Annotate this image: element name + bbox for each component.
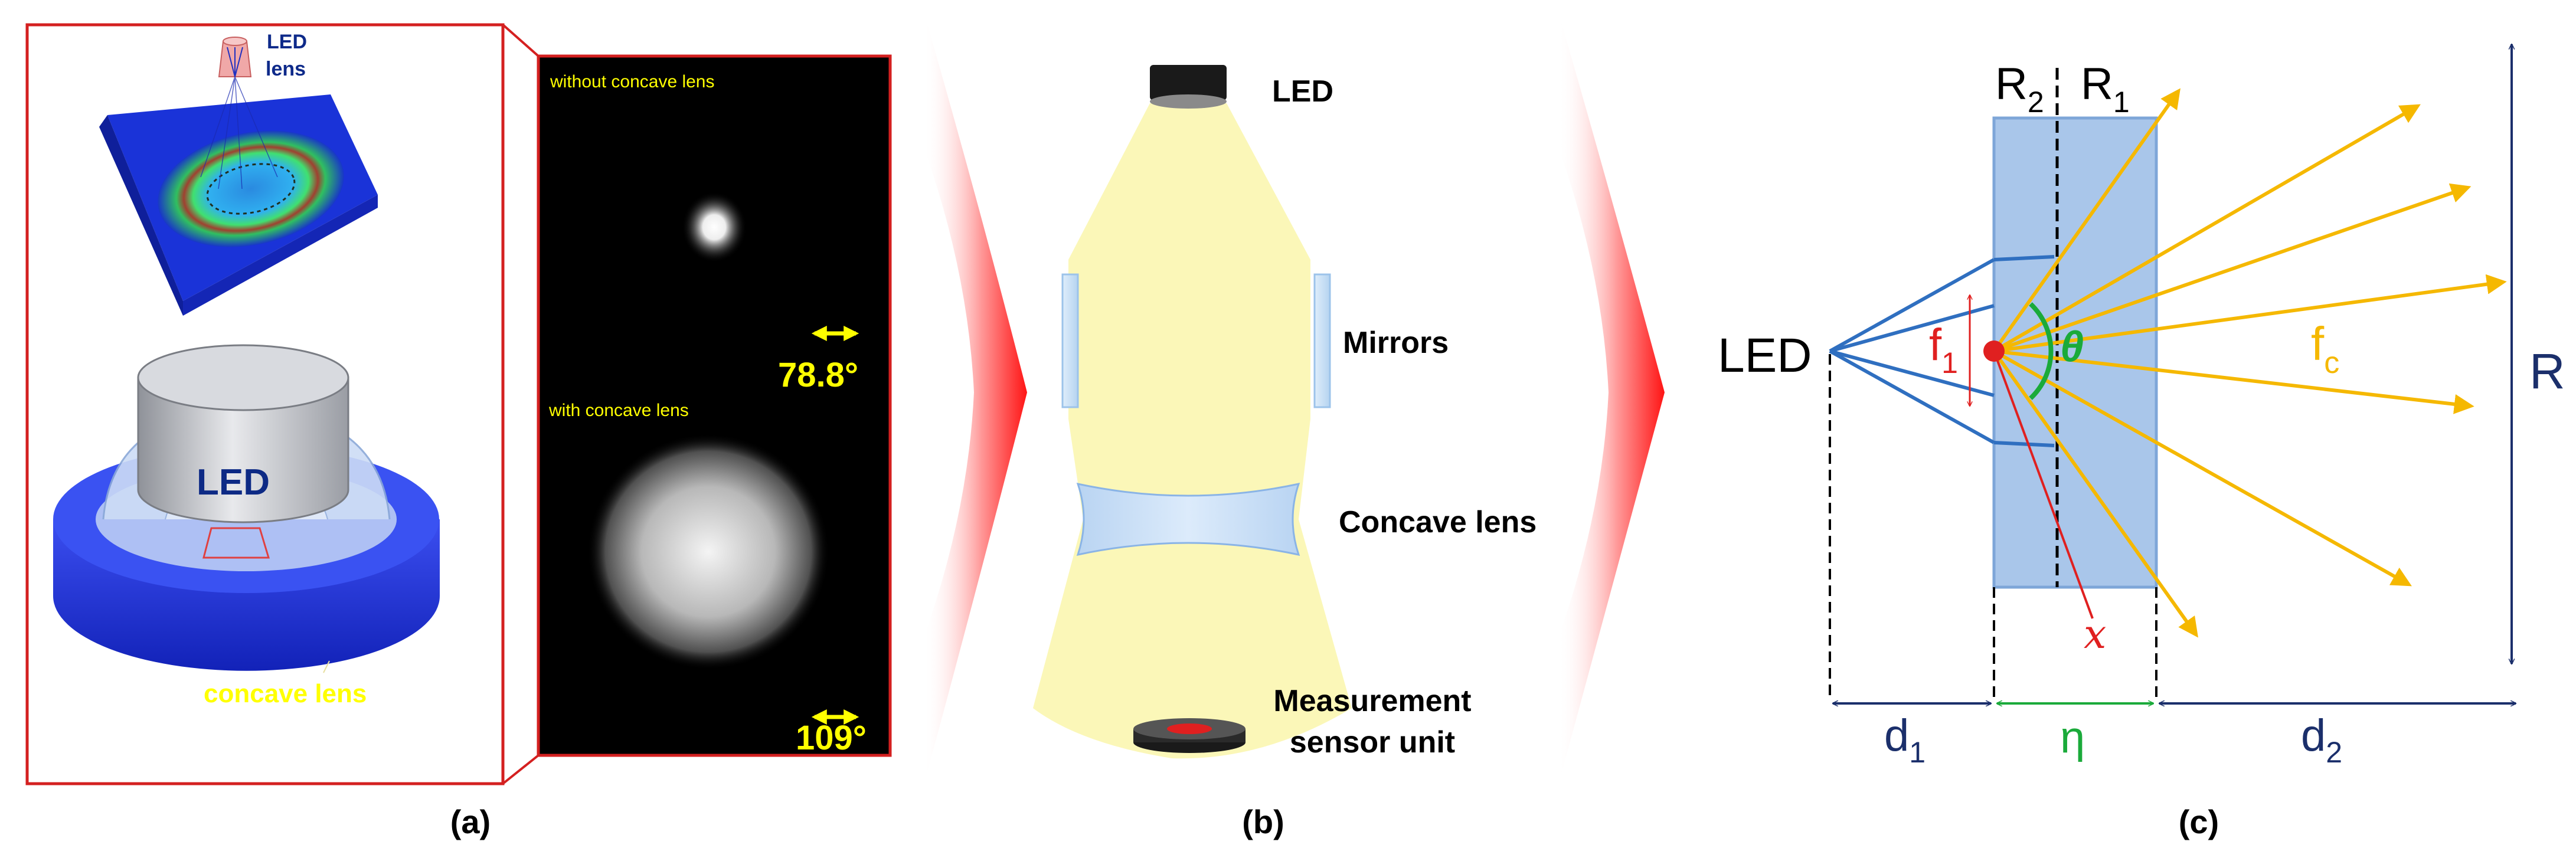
caption-a: (a) — [450, 803, 491, 840]
R-label: R — [2529, 343, 2565, 399]
concave-lens-model-label: concave lens — [204, 679, 367, 708]
mirror-right — [1313, 273, 1331, 408]
d2-label: d2 — [2301, 711, 2342, 769]
angle-without-value: 78.8° — [778, 356, 858, 394]
fc-label: fc — [2311, 317, 2339, 380]
led-lens-model — [200, 37, 278, 189]
x-label: x — [2084, 611, 2106, 658]
led-model-label: LED — [197, 462, 270, 503]
x-pointer-line — [1993, 351, 2094, 619]
without-concave-label: without concave lens — [550, 72, 715, 91]
zoom-line-top — [502, 24, 540, 57]
mirrors-label: Mirrors — [1343, 326, 1449, 360]
theta-arc — [2029, 302, 2054, 400]
panel-a: LED lens LED concave lens without concav… — [25, 23, 892, 840]
theta-label: θ — [2060, 323, 2084, 371]
simulation-plate — [99, 94, 378, 316]
f1-label: f1 — [1929, 320, 1958, 379]
flow-arrow-1 — [924, 12, 1027, 785]
led-lens-label-line2: lens — [266, 58, 306, 80]
mirror-left — [1061, 273, 1079, 408]
d1-label: d1 — [1884, 711, 1926, 769]
led-label-c: LED — [1718, 329, 1812, 382]
led-cone-rays — [1829, 255, 2055, 447]
with-concave-label: with concave lens — [548, 401, 689, 420]
r1-label: R1 — [2081, 59, 2130, 119]
zoom-line-bottom — [502, 754, 540, 785]
concave-lens-label-b: Concave lens — [1339, 505, 1537, 539]
eta-label: η — [2060, 712, 2085, 762]
caption-c: (c) — [2179, 803, 2219, 840]
light-beam — [1033, 103, 1352, 759]
focal-point — [1983, 340, 2005, 362]
concave-lens-shape — [1076, 482, 1300, 556]
sensor-label-line1: Measurement — [1273, 684, 1471, 718]
panel-c: LED R2 R1 f1 θ fc R x d1 η d2 (c) — [1718, 44, 2565, 840]
spot-with-concave — [587, 434, 829, 670]
panel-b: LED Mirrors Concave lens Measurement sen… — [1033, 65, 1537, 840]
r2-label: R2 — [1995, 59, 2044, 119]
led-source-icon — [1150, 65, 1227, 109]
led-package-model — [53, 344, 440, 673]
led-lens-label-line1: LED — [267, 31, 307, 53]
output-rays — [1992, 88, 2507, 638]
flow-arrow-2 — [1558, 12, 1665, 785]
irradiance-heatmap — [158, 130, 344, 247]
spot-without-concave — [682, 192, 747, 263]
angle-with-value: 109° — [796, 719, 867, 757]
led-label-b: LED — [1272, 74, 1333, 109]
sensor-label-line2: sensor unit — [1290, 725, 1455, 759]
caption-b: (b) — [1242, 803, 1284, 840]
sensor-unit-icon — [1133, 718, 1245, 753]
